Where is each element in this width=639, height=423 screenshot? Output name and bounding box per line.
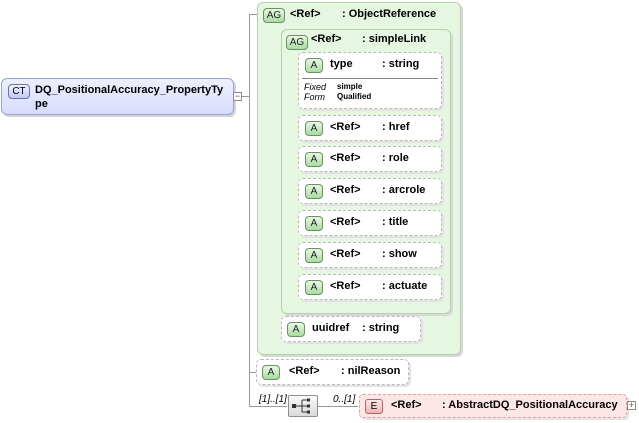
attribute-badge: A <box>305 280 323 295</box>
sequence-icon[interactable] <box>288 395 318 417</box>
attribute-ref: <Ref> <box>330 184 361 196</box>
attribute-badge: A <box>305 248 323 263</box>
attribute-ref: <Ref> <box>330 216 361 228</box>
attribute-name: : role <box>382 152 409 164</box>
title-attribute-box[interactable]: A <Ref> : title <box>298 210 442 236</box>
form-label: Form <box>304 92 325 102</box>
show-attribute-box[interactable]: A <Ref> : show <box>298 242 442 268</box>
uuidref-type: : string <box>362 322 400 334</box>
element-ref: <Ref> <box>391 399 422 411</box>
form-value: Qualified <box>337 92 372 101</box>
sequence-cardinality: [1]..[1] <box>259 394 287 405</box>
branch-element <box>318 406 358 407</box>
uuidref-name: uuidref <box>312 322 350 334</box>
arcrole-attribute-box[interactable]: A <Ref> : arcrole <box>298 178 442 204</box>
uuidref-attribute-box[interactable]: A uuidref : string <box>281 316 421 342</box>
attribute-name: : title <box>382 216 409 228</box>
attribute-ref: <Ref> <box>330 248 361 260</box>
attribute-name: : actuate <box>382 280 428 292</box>
actuate-attribute-box[interactable]: A <Ref> : actuate <box>298 274 442 300</box>
collapse-complex-type-icon[interactable]: − <box>233 91 242 101</box>
element-name: : AbstractDQ_PositionalAccuracy <box>442 399 618 411</box>
branch-object-reference <box>249 14 261 15</box>
attribute-group-badge: AG <box>286 35 308 50</box>
complex-type-name-line1: DQ_PositionalAccuracy_PropertyTy <box>35 84 224 96</box>
object-reference-name: : ObjectReference <box>342 8 437 20</box>
nil-reason-ref: <Ref> <box>289 365 320 377</box>
branch-sequence <box>249 406 287 407</box>
simple-link-name: : simpleLink <box>362 33 427 45</box>
attribute-badge: A <box>305 152 323 167</box>
attribute-badge: A <box>305 121 323 136</box>
nil-reason-attribute-box[interactable]: A <Ref> : nilReason <box>256 359 409 385</box>
attribute-badge: A <box>287 322 305 337</box>
attribute-badge: A <box>305 184 323 199</box>
complex-type-box[interactable]: CT DQ_PositionalAccuracy_PropertyTy pe <box>1 78 234 115</box>
element-badge: E <box>365 399 383 414</box>
nil-reason-name: : nilReason <box>341 365 401 377</box>
type-attribute-name: type <box>330 58 353 70</box>
complex-type-badge: CT <box>8 84 30 99</box>
attribute-ref: <Ref> <box>330 280 361 292</box>
type-attribute-divider <box>302 78 438 79</box>
attribute-name: : show <box>382 248 417 260</box>
complex-type-name-line2: pe <box>35 98 48 110</box>
attribute-group-badge: AG <box>263 8 285 23</box>
href-attribute-box[interactable]: A <Ref> : href <box>298 115 442 141</box>
attribute-name: : arcrole <box>382 184 426 196</box>
attribute-badge: A <box>305 58 323 73</box>
element-cardinality: 0..[1] <box>333 394 356 405</box>
fixed-label: Fixed <box>304 82 327 92</box>
attribute-ref: <Ref> <box>330 121 361 133</box>
type-attribute-box[interactable]: A type : string Fixed simple Form Qualif… <box>298 52 442 109</box>
ct-connector <box>234 96 250 97</box>
expand-element-icon[interactable]: + <box>627 400 636 410</box>
attribute-badge: A <box>305 216 323 231</box>
main-branch-line <box>249 14 250 406</box>
attribute-name: : href <box>382 121 410 133</box>
simple-link-ref: <Ref> <box>311 33 342 45</box>
attribute-ref: <Ref> <box>330 152 361 164</box>
abstract-element-box[interactable]: E <Ref> : AbstractDQ_PositionalAccuracy <box>359 394 627 418</box>
branch-nil-reason <box>249 372 259 373</box>
fixed-value: simple <box>337 82 363 91</box>
attribute-badge: A <box>262 365 280 380</box>
role-attribute-box[interactable]: A <Ref> : role <box>298 146 442 172</box>
type-attribute-type: : string <box>382 58 420 70</box>
object-reference-ref: <Ref> <box>290 8 321 20</box>
